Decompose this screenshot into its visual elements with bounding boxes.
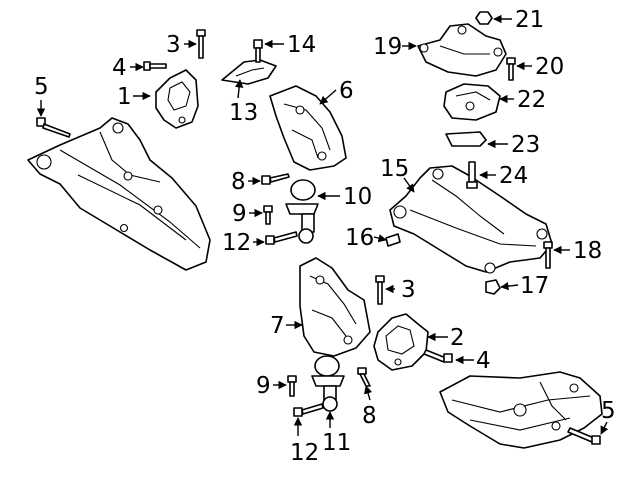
callout-16: 16: [345, 225, 374, 251]
callout-12: 12: [290, 440, 319, 466]
callout-labels: 1 2 3 3 4 4 5 5 6 7 8 8 9 9 10 11 12 12 …: [34, 7, 616, 466]
transmission-bracket: [417, 23, 507, 77]
callout-11: 11: [322, 430, 351, 456]
callout-13: 13: [229, 100, 258, 126]
callout-8: 8: [231, 169, 246, 195]
callout-9: 9: [256, 373, 271, 399]
callout-14: 14: [287, 32, 316, 58]
callout-20: 20: [535, 54, 564, 80]
bolt-5-left: [36, 117, 71, 138]
torque-rod-upper: [285, 179, 319, 244]
crossmember-subframe: [389, 165, 553, 274]
callout-3: 3: [401, 277, 416, 303]
mount-bracket-upper: [269, 85, 347, 171]
engine-mount-left: [155, 69, 199, 129]
bolt-12-lower: [293, 403, 324, 417]
callout-18: 18: [573, 238, 602, 264]
callout-19: 19: [373, 34, 402, 60]
callout-8: 8: [362, 403, 377, 429]
callout-10: 10: [343, 184, 372, 210]
nut-17: [485, 279, 501, 295]
bolt-5-right: [567, 427, 601, 445]
callout-1: 1: [117, 84, 132, 110]
callout-24: 24: [499, 163, 528, 189]
nut-21: [475, 11, 493, 25]
callout-17: 17: [520, 273, 549, 299]
bolt-3-upper: [196, 29, 206, 59]
bolt-12-upper: [265, 231, 298, 245]
bolt-18: [543, 241, 553, 269]
callout-15: 15: [380, 156, 409, 182]
heat-shield: [221, 59, 277, 85]
mount-bracket-lower: [299, 257, 371, 357]
callout-23: 23: [511, 132, 540, 158]
bolt-8-lower: [357, 367, 371, 387]
callout-2: 2: [450, 325, 465, 351]
front-subframe-left: [27, 117, 211, 271]
leader-lines: [36, 14, 609, 436]
engine-mount-right: [373, 313, 429, 371]
small-bracket: [445, 131, 487, 147]
bolt-9-upper: [263, 205, 273, 225]
retaining-clip: [385, 233, 401, 247]
callout-4: 4: [476, 348, 491, 374]
callout-22: 22: [517, 87, 546, 113]
callout-4: 4: [112, 55, 127, 81]
callout-5: 5: [601, 398, 616, 424]
callout-7: 7: [270, 313, 285, 339]
callout-9: 9: [232, 201, 247, 227]
bolt-20: [506, 57, 516, 81]
front-subframe-right: [439, 371, 603, 449]
bolt-24: [466, 161, 478, 189]
callout-12: 12: [222, 230, 251, 256]
bolt-4-upper: [143, 61, 167, 71]
callout-6: 6: [339, 78, 354, 104]
torque-rod-lower: [311, 355, 345, 412]
transmission-mount: [443, 83, 501, 121]
callout-3: 3: [166, 32, 181, 58]
bolt-4-lower: [423, 349, 453, 363]
bolt-9-lower: [287, 375, 297, 397]
callout-21: 21: [515, 7, 544, 33]
bolt-14: [253, 39, 263, 63]
bolt-3-lower: [375, 275, 385, 305]
bolt-8-upper: [261, 173, 290, 185]
callout-5: 5: [34, 74, 49, 100]
